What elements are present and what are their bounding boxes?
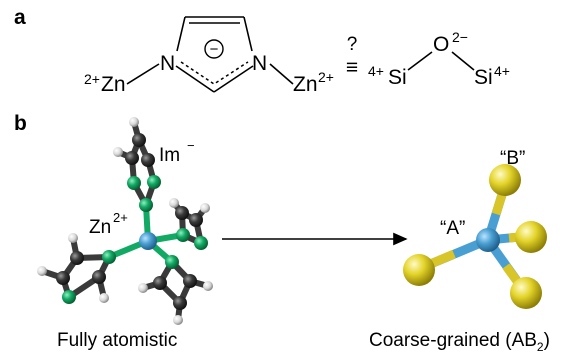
right-zn-charge: 2+ <box>318 69 334 85</box>
panel-b-label: b <box>14 112 27 135</box>
caption-coarse-grained-sub: 2 <box>536 339 544 354</box>
si-left: Si <box>388 66 407 89</box>
ring-bond-4 <box>213 65 254 93</box>
ring-bond-3 <box>175 65 215 93</box>
caption-coarse-grained-main: Coarse-grained (AB <box>369 330 537 351</box>
bond-n-zn-right <box>269 63 294 85</box>
b-site-right <box>515 221 547 253</box>
carbon-atom <box>141 153 155 167</box>
nitrogen-atom <box>127 176 141 190</box>
equivalence-symbol: ≡ <box>346 56 358 79</box>
bond-zn-n-left <box>126 63 160 85</box>
si-right-charge: 4+ <box>494 63 510 79</box>
hydrogen-atom <box>37 266 47 276</box>
zinc-atom <box>139 232 157 250</box>
n-right: N <box>252 52 267 75</box>
carbon-atom <box>189 213 203 227</box>
n-left: N <box>160 52 175 75</box>
ring-bond-1 <box>176 16 186 52</box>
carbon-atom <box>175 206 189 220</box>
a-site <box>476 228 500 252</box>
atomistic-model: Im − Zn 2+ <box>37 117 213 325</box>
imidazolate-structure: 2+ Zn N − N Zn 2+ <box>84 16 334 96</box>
b-site-top <box>489 164 521 196</box>
caption-coarse-grained-end: ) <box>543 330 550 351</box>
carbon-atom <box>56 271 70 285</box>
coarse-grained-model: “A” “B” <box>403 148 547 309</box>
hydrogen-atom <box>113 147 123 157</box>
hydrogen-atom <box>99 293 109 303</box>
hydrogen-atom <box>200 203 210 213</box>
zn-charge: 2+ <box>113 210 128 225</box>
nitrogen-atom <box>139 198 153 212</box>
left-zn-charge: 2+ <box>84 71 100 87</box>
zn-label: Zn <box>89 217 111 238</box>
im-label: Im <box>159 145 180 166</box>
caption-coarse-grained: Coarse-grained (AB2) <box>369 330 550 354</box>
nitrogen-atom <box>102 250 116 264</box>
panel-a-label: a <box>14 6 26 29</box>
carbon-atom <box>153 276 167 290</box>
anion-charge-circle <box>204 39 224 59</box>
hydrogen-atom <box>169 198 179 208</box>
im-charge: − <box>187 138 195 153</box>
si-left-charge: 4+ <box>368 63 384 79</box>
carbon-atom <box>70 251 84 265</box>
site-a-label: “A” <box>440 218 465 239</box>
hydrogen-atom <box>203 281 213 291</box>
nitrogen-atom <box>165 255 179 269</box>
bond-si-o-left <box>407 51 433 71</box>
hydrogen-atom <box>68 233 78 243</box>
nitrogen-atom <box>194 236 208 250</box>
si-right: Si <box>474 66 493 89</box>
site-b-label: “B” <box>500 148 525 169</box>
hydrogen-atom <box>129 117 139 127</box>
coarse-grained-bonds <box>419 183 531 295</box>
carbon-atom <box>125 151 139 165</box>
oxygen: O <box>433 33 449 56</box>
anion-charge: − <box>210 41 219 58</box>
oxygen-charge: 2− <box>452 29 468 45</box>
nitrogen-atom <box>176 228 190 242</box>
bond-o-si-right <box>451 51 475 71</box>
hydrogen-atom <box>173 315 183 325</box>
right-zn: Zn <box>293 73 318 96</box>
nitrogen-atom <box>147 175 161 189</box>
ring-bond-2 <box>243 16 253 52</box>
carbon-atom <box>173 296 187 310</box>
nitrogen-atom <box>62 290 76 304</box>
caption-fully-atomistic: Fully atomistic <box>57 330 178 351</box>
delocalized-bond <box>180 61 249 85</box>
carbon-atom <box>183 274 197 288</box>
silica-structure: 4+ Si O 2− Si 4+ <box>368 29 510 89</box>
left-zn: Zn <box>101 73 126 96</box>
atomistic-atoms <box>37 117 213 325</box>
carbon-atom <box>132 133 146 147</box>
hydrogen-atom <box>138 283 148 293</box>
question-mark: ? <box>347 34 358 55</box>
b-site-left <box>403 254 435 286</box>
b-site-bottom <box>510 277 542 309</box>
equivalence-sign: ? ≡ <box>346 34 358 79</box>
carbon-atom <box>92 270 106 284</box>
